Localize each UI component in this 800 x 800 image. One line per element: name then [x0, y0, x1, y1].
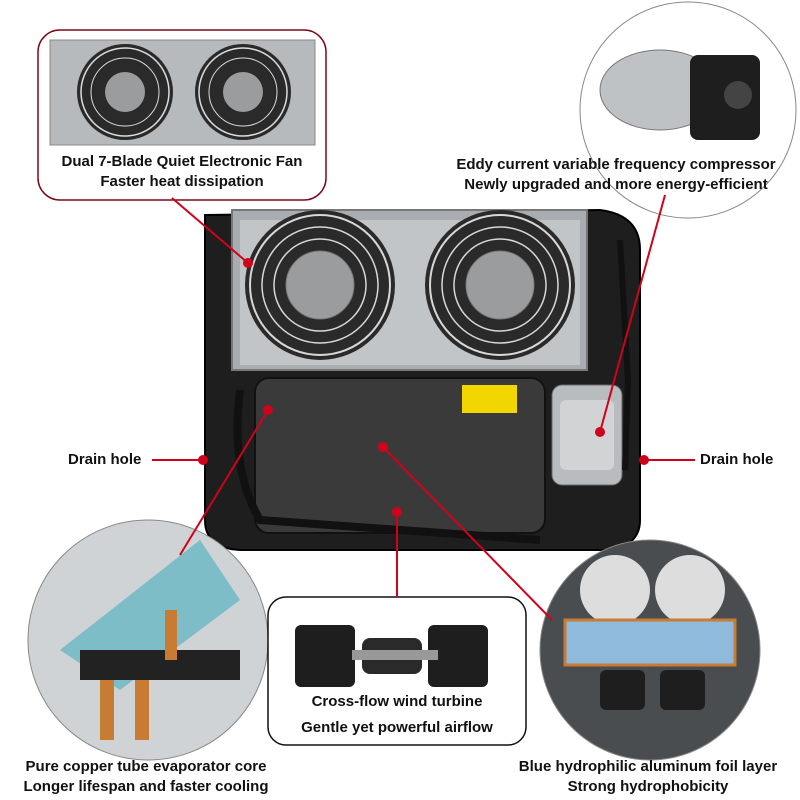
evaporator-caption: Pure copper tube evaporator core Longer …: [6, 757, 286, 797]
evaporator-caption-line1: Pure copper tube evaporator core: [25, 758, 267, 775]
compressor-inset: [579, 1, 797, 219]
turbine-caption-line1: Cross-flow wind turbine: [311, 693, 483, 710]
turbine-caption-2: Gentle yet powerful airflow: [268, 718, 526, 738]
drain-hole-right-label: Drain hole: [700, 451, 774, 468]
fan-inset: [37, 29, 327, 201]
turbine-caption: Cross-flow wind turbine: [268, 692, 526, 712]
fan-icon: [425, 210, 575, 360]
pointer-dots: [198, 258, 649, 517]
compressor-caption-line1: Eddy current variable frequency compress…: [456, 156, 776, 173]
turbine-caption-line2: Gentle yet powerful airflow: [301, 719, 493, 736]
fan-icon: [245, 210, 395, 360]
drain-hole-left-label: Drain hole: [68, 451, 142, 468]
compressor-caption-line2: Newly upgraded and more energy-efficient: [464, 176, 768, 193]
fan-caption-line1: Dual 7-Blade Quiet Electronic Fan: [61, 153, 303, 170]
fan-caption-line2: Faster heat dissipation: [100, 173, 264, 190]
foil-caption-line1: Blue hydrophilic aluminum foil layer: [518, 758, 778, 775]
compressor-caption: Eddy current variable frequency compress…: [440, 155, 792, 195]
evaporator-caption-line2: Longer lifespan and faster cooling: [23, 778, 269, 795]
fan-caption: Dual 7-Blade Quiet Electronic Fan Faster…: [38, 152, 326, 192]
pointer-lines: [152, 194, 695, 621]
air-conditioner-unit: [204, 208, 641, 551]
compressor-icon: [551, 384, 623, 486]
foil-caption: Blue hydrophilic aluminum foil layer Str…: [500, 757, 796, 797]
foil-inset: [539, 539, 761, 761]
evaporator-inset: [27, 519, 269, 761]
foil-caption-line2: Strong hydrophobicity: [567, 778, 729, 795]
blower-icon: [267, 596, 527, 746]
